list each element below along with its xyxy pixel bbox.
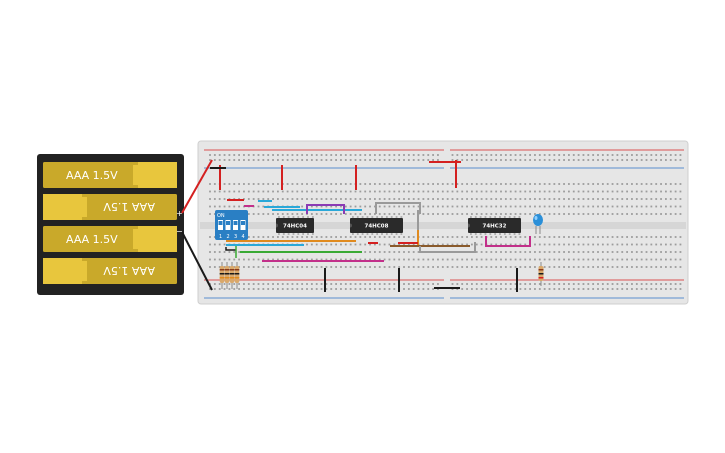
dip-position-label: 3	[234, 234, 237, 240]
signal-wires[interactable]	[225, 200, 531, 262]
dip-position-label: 1	[219, 234, 222, 240]
breadboard[interactable]	[197, 140, 689, 305]
breadboard-holes[interactable]	[209, 154, 682, 290]
battery-cell-label: AAA 1.5V	[103, 264, 155, 277]
battery-positive-wire[interactable]	[181, 159, 213, 214]
battery-cell-label: AAA 1.5V	[103, 200, 155, 213]
battery-plus-terminal: +	[176, 209, 183, 218]
battery-cell[interactable]: AAA 1.5V	[43, 162, 177, 188]
battery-minus-terminal: −	[176, 227, 183, 236]
chip-label: 74HC32	[483, 224, 507, 230]
chip-label: 74HC08	[365, 224, 389, 230]
dip-switch-on-label: ON	[217, 213, 225, 219]
battery-cell-label: AAA 1.5V	[66, 169, 118, 182]
power-jumpers[interactable]	[210, 160, 518, 292]
dip-position-label: 4	[242, 234, 245, 240]
resistor-array[interactable]	[219, 262, 240, 289]
chip-ic2[interactable]: 74HC08	[350, 216, 403, 235]
led-resistor[interactable]	[538, 262, 544, 286]
chip-ic1[interactable]: 74HC04	[276, 216, 314, 235]
chip-label: 74HC04	[283, 224, 307, 230]
battery-cell[interactable]: AAA 1.5V	[43, 226, 177, 252]
battery-cell[interactable]: AAA 1.5V	[43, 194, 177, 220]
dip-position-label: 2	[227, 234, 230, 240]
chip-ic3[interactable]: 74HC32	[468, 216, 521, 235]
battery-negative-wire[interactable]	[181, 231, 213, 291]
battery-cell[interactable]: AAA 1.5V	[43, 258, 177, 284]
battery-cell-label: AAA 1.5V	[66, 233, 118, 246]
led[interactable]	[533, 214, 543, 234]
battery-pack[interactable]: AAA 1.5V AAA 1.5V AAA 1.5V AAA 1.5V + −	[37, 154, 184, 295]
